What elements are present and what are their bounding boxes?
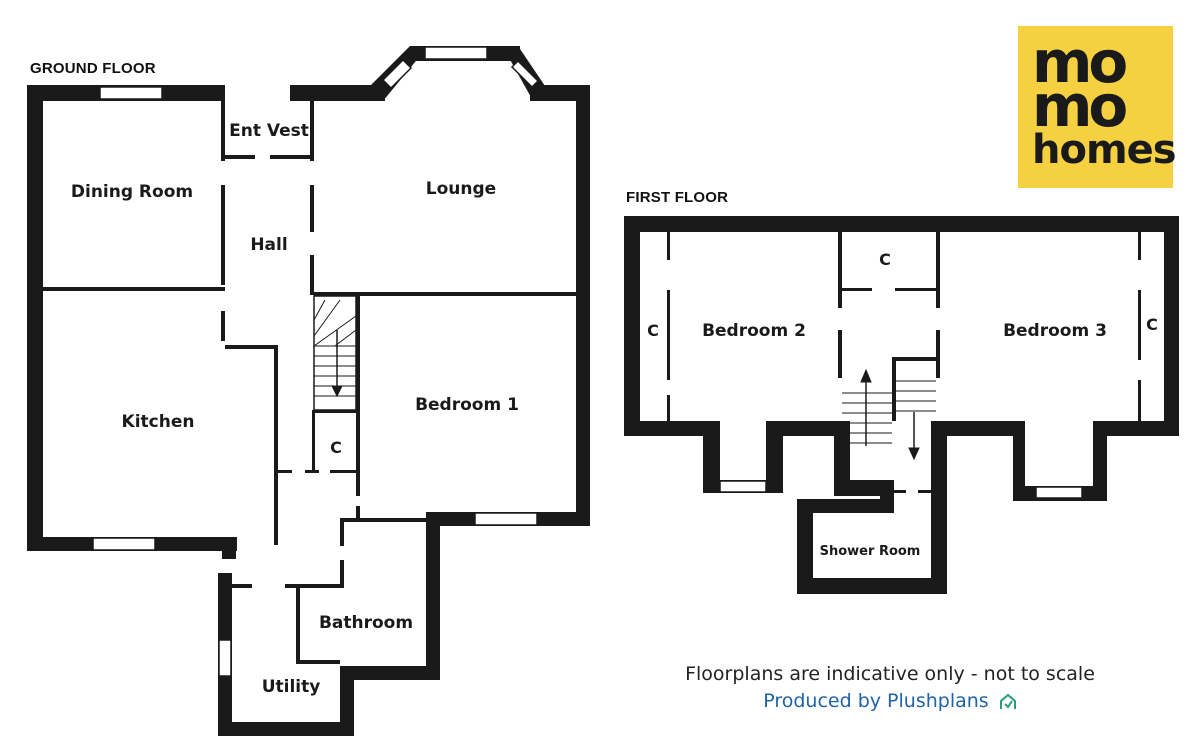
logo-line1: mo — [1032, 28, 1128, 96]
label-utility: Utility — [262, 677, 321, 697]
first-floor-stairs — [842, 368, 936, 461]
logo-line3: homes — [1032, 127, 1177, 173]
label-bedroom-1: Bedroom 1 — [415, 395, 519, 415]
producer-text: Produced by Plushplans — [763, 690, 989, 712]
label-kitchen: Kitchen — [122, 412, 195, 432]
first-floor-title: FIRST FLOOR — [626, 189, 729, 206]
producer-credit: Produced by Plushplans — [620, 690, 1160, 712]
momo-homes-logo: mo mo homes — [1018, 26, 1177, 188]
first-floor-walls — [624, 216, 1179, 594]
scale-disclaimer: Floorplans are indicative only - not to … — [685, 663, 1095, 685]
label-cupboard-top: C — [879, 250, 891, 269]
ground-floor-title: GROUND FLOOR — [30, 60, 156, 77]
label-cupboard: C — [330, 438, 342, 457]
label-lounge: Lounge — [426, 179, 496, 199]
ground-floor-walls — [27, 46, 590, 736]
house-icon — [999, 693, 1016, 709]
label-bedroom-3: Bedroom 3 — [1003, 321, 1107, 341]
label-bathroom: Bathroom — [319, 613, 413, 633]
first-floor-windows — [719, 480, 1083, 499]
logo-line2: mo — [1032, 72, 1128, 140]
ground-floor-windows — [92, 46, 540, 677]
label-ent-vest: Ent Vest — [229, 121, 309, 141]
label-cupboard-right: C — [1146, 315, 1158, 334]
label-shower-room: Shower Room — [820, 544, 921, 559]
ground-floor-stairs — [313, 295, 357, 411]
label-cupboard-left: C — [647, 321, 659, 340]
label-bedroom-2: Bedroom 2 — [702, 321, 806, 341]
label-hall: Hall — [250, 235, 287, 255]
label-dining-room: Dining Room — [71, 182, 193, 202]
